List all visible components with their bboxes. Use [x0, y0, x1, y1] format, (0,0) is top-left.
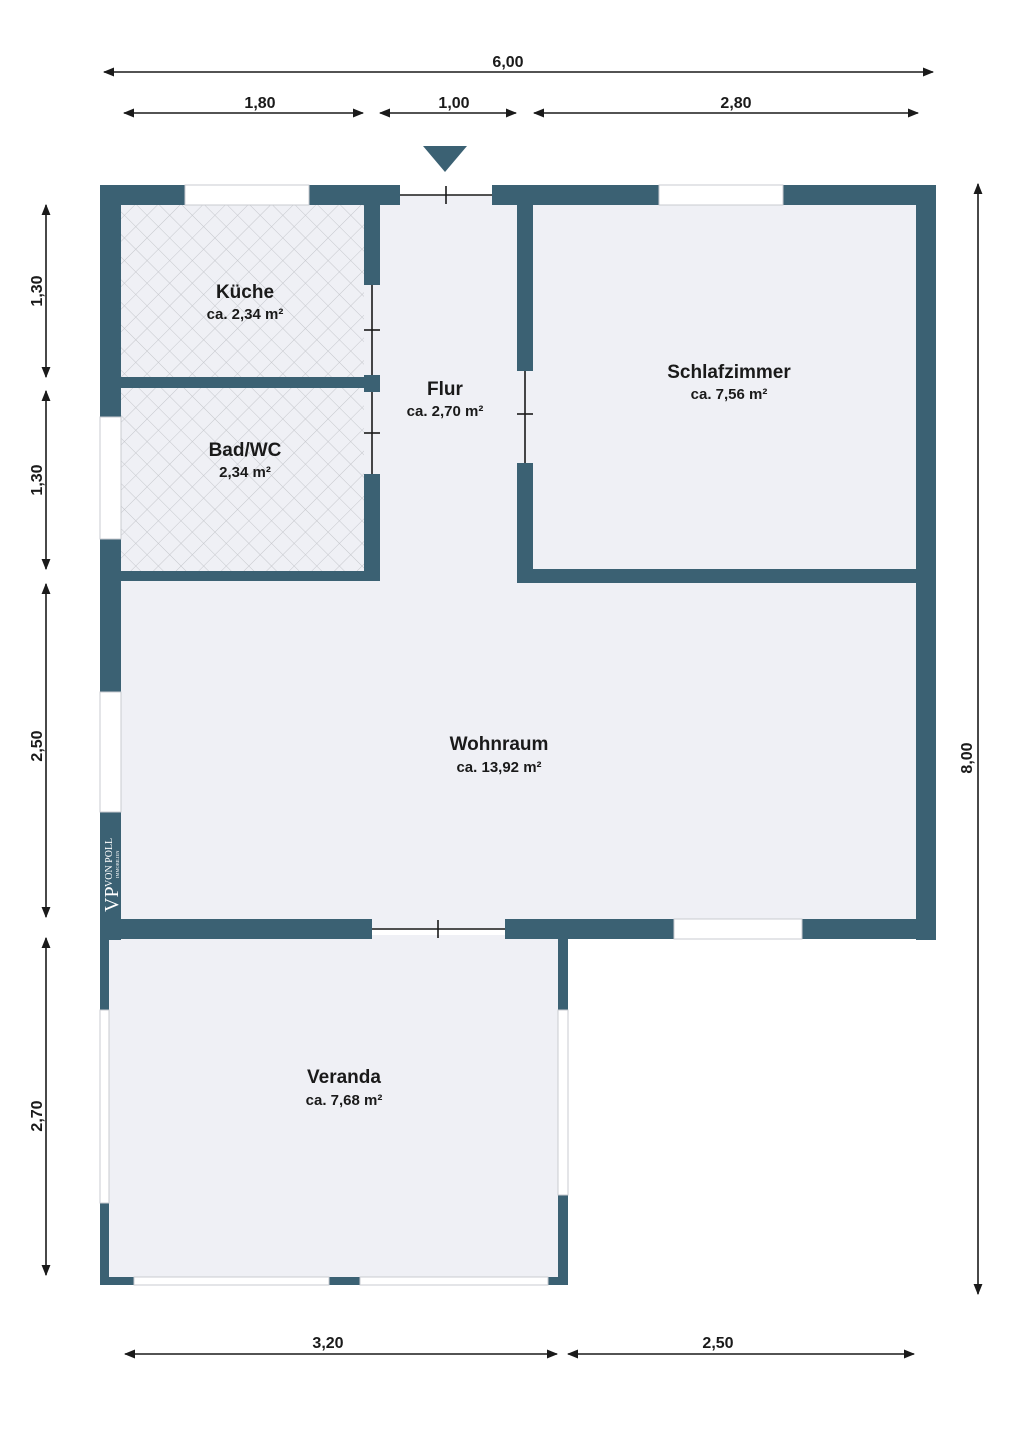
- floor-kueche-tiles: [120, 204, 364, 377]
- room-area-bad: 2,34 m²: [219, 464, 271, 481]
- wall-schlaf-left-bottom: [517, 463, 533, 583]
- dim-label-left-2: 1,30: [29, 464, 46, 495]
- room-name-veranda: Veranda: [307, 1067, 381, 1088]
- window-veranda-left: [99, 1009, 110, 1204]
- openings: [364, 186, 533, 938]
- room-area-veranda: ca. 7,68 m²: [306, 1092, 383, 1109]
- dim-label-left-1: 1,30: [29, 275, 46, 306]
- dimension-labels: 6,00 1,80 1,00 2,80 1,30 1,30 2,50 2,70 …: [29, 54, 976, 1352]
- room-area-wohnraum: ca. 13,92 m²: [456, 759, 541, 776]
- wall-bad-right-bottom: [364, 474, 380, 580]
- wall-schlaf-bottom: [517, 569, 926, 583]
- dim-label-top-3: 2,80: [720, 95, 751, 112]
- room-labels: Küche ca. 2,34 m² Bad/WC 2,34 m² Flur ca…: [207, 282, 792, 1109]
- dim-label-top-1: 1,80: [244, 95, 275, 112]
- wall-bad-bottom: [110, 571, 380, 581]
- dim-label-bottom-2: 2,50: [702, 1335, 733, 1352]
- dim-label-right-total: 8,00: [959, 742, 976, 773]
- window-veranda-bottom-2: [359, 1276, 549, 1286]
- room-name-flur: Flur: [427, 379, 463, 400]
- wall-bottom-main-left: [100, 919, 372, 939]
- wall-kueche-bad: [110, 377, 380, 388]
- room-name-wohnraum: Wohnraum: [450, 734, 549, 755]
- window-veranda-right: [557, 1009, 569, 1196]
- wall-veranda-bottom: [100, 1277, 568, 1285]
- window-wohn-left: [99, 691, 122, 813]
- wall-schlaf-left-top: [517, 185, 533, 371]
- windows: [99, 184, 803, 1286]
- room-name-bad: Bad/WC: [209, 440, 282, 461]
- room-area-flur: ca. 2,70 m²: [407, 403, 484, 420]
- room-name-schlafzimmer: Schlafzimmer: [667, 362, 791, 383]
- room-area-kueche: ca. 2,34 m²: [207, 306, 284, 323]
- logo-sub: IMMOBILIEN: [115, 850, 120, 878]
- dimension-lines: [41, 67, 983, 1359]
- dim-label-left-3: 2,50: [29, 730, 46, 761]
- floor-veranda: [107, 935, 562, 1280]
- wall-right: [916, 185, 936, 940]
- room-name-kueche: Küche: [216, 282, 274, 303]
- dim-label-top-total: 6,00: [492, 54, 523, 71]
- entrance-arrow-icon: [423, 146, 467, 172]
- window-veranda-bottom-1: [133, 1276, 330, 1286]
- window-wohn-bottom: [673, 918, 803, 940]
- room-area-schlafzimmer: ca. 7,56 m²: [691, 386, 768, 403]
- window-schlaf: [658, 184, 784, 206]
- dim-label-top-2: 1,00: [438, 95, 469, 112]
- logo-name: VON POLL: [104, 838, 115, 887]
- floor-bad-tiles: [120, 388, 364, 571]
- window-bad: [99, 416, 122, 540]
- logo-mark: VP: [101, 886, 123, 912]
- dim-label-bottom-1: 3,20: [312, 1335, 343, 1352]
- window-kueche: [184, 184, 310, 206]
- wall-left: [100, 185, 121, 940]
- wall-kueche-right-top: [364, 185, 380, 285]
- dim-label-left-4: 2,70: [29, 1100, 46, 1131]
- von-poll-logo: VP VON POLL IMMOBILIEN: [101, 838, 123, 912]
